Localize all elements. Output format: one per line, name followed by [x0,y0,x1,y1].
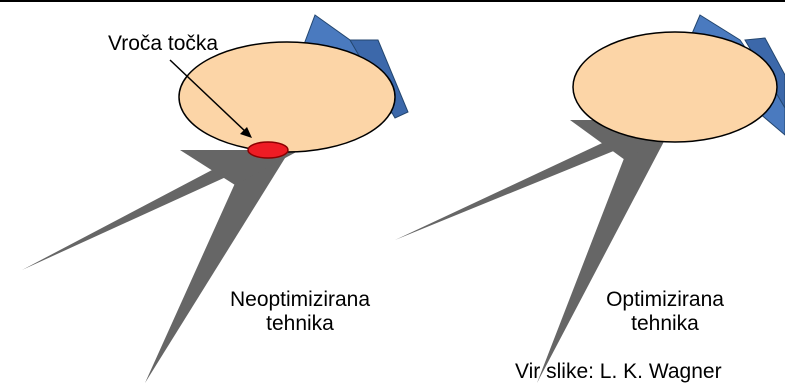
right-caption-line1: Optimizirana [585,288,745,312]
left-patient-ellipse [179,42,395,152]
left-caption-line1: Neoptimizirana [220,288,380,312]
left-caption-line2: tehnika [220,312,380,336]
right-caption-line2: tehnika [585,312,745,336]
source-credit: Vir slike: L. K. Wagner [515,360,722,384]
left-beam-cone-b [145,150,290,383]
left-caption: Neoptimizirana tehnika [220,288,380,336]
hot-spot-ellipse [248,142,288,158]
right-patient-ellipse [573,32,777,142]
right-caption: Optimizirana tehnika [585,288,745,336]
hot-spot-label: Vroča točka [108,32,218,56]
